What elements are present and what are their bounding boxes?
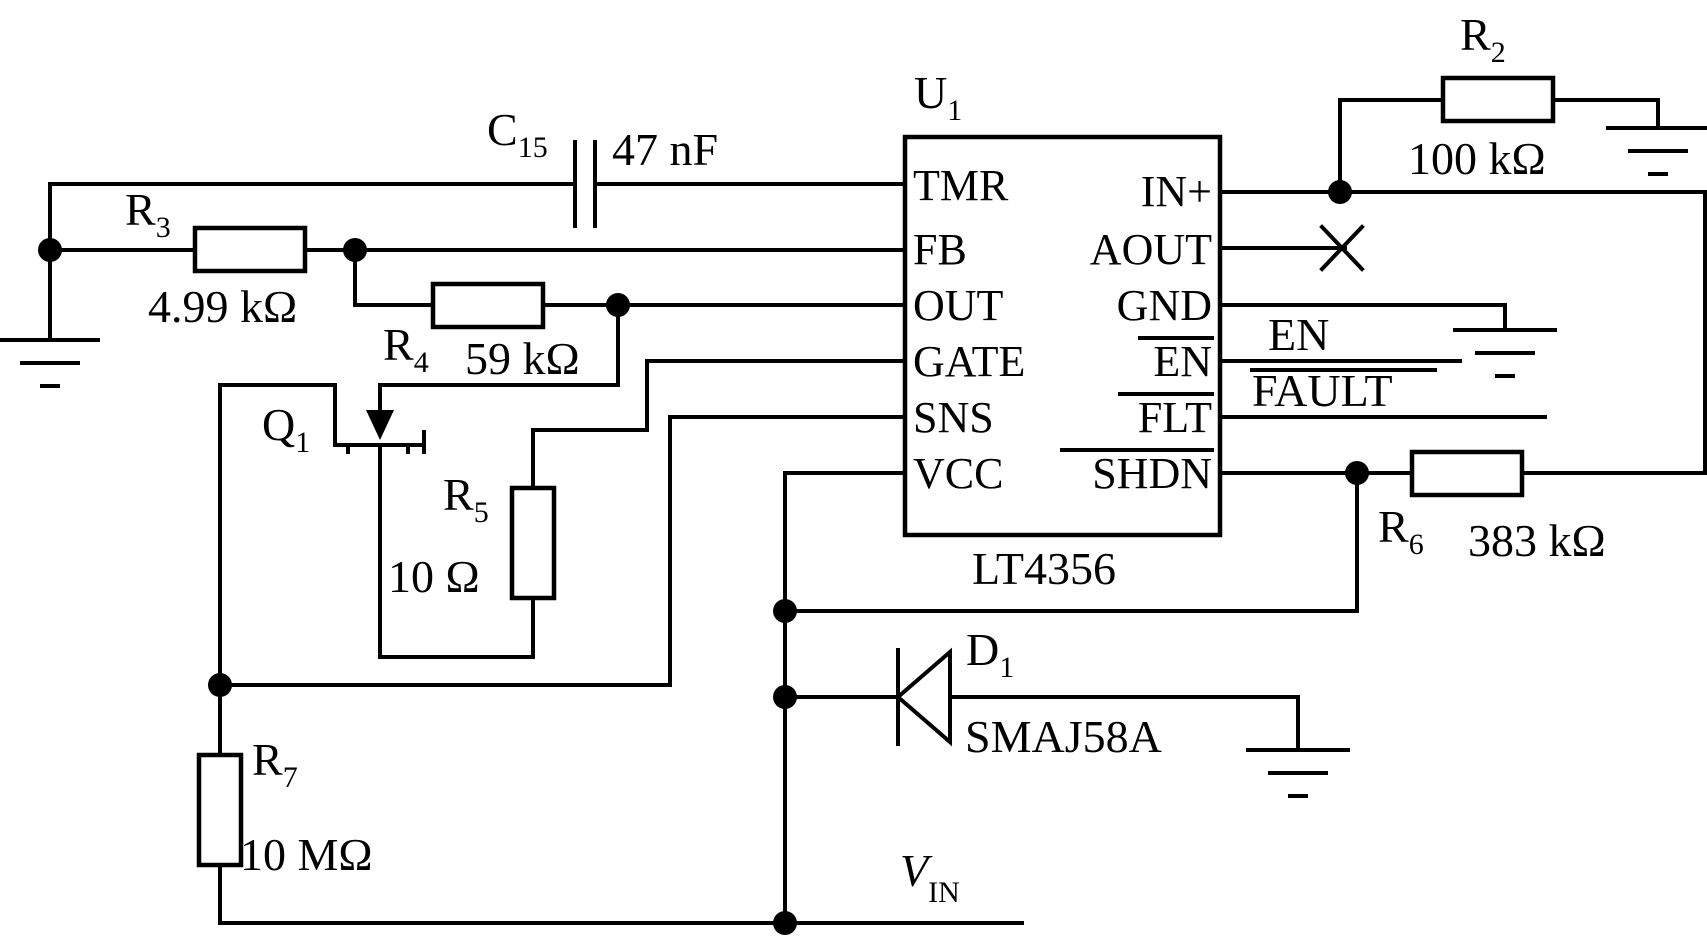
- q1-ref: Q1: [262, 399, 310, 459]
- r6-ref: R6: [1378, 501, 1424, 561]
- resistor-body-icon: [1440, 75, 1556, 124]
- r4-value: 59 kΩ: [465, 333, 580, 384]
- junction-dot: [606, 293, 630, 317]
- junction-dot: [343, 238, 367, 262]
- pin-sns: SNS: [913, 393, 994, 442]
- pin-out: OUT: [913, 281, 1004, 330]
- r2-value: 100 kΩ: [1408, 133, 1546, 184]
- mosfet-q1-icon: Q1: [218, 383, 426, 459]
- junction-dot: [1345, 461, 1369, 485]
- resistor-r5: R5 10 Ω: [388, 469, 557, 602]
- junction-dot: [208, 673, 232, 697]
- d1-value: SMAJ58A: [965, 711, 1162, 762]
- net-label-fault: FAULT: [1252, 365, 1393, 416]
- resistor-r3: R3 4.99 kΩ: [125, 184, 308, 332]
- r2-ref: R2: [1460, 9, 1506, 69]
- junction-dot: [773, 599, 797, 623]
- ground-icon: [1453, 328, 1557, 378]
- ic-part-number: LT4356: [972, 543, 1116, 594]
- junction-dot: [38, 238, 62, 262]
- r3-value: 4.99 kΩ: [148, 281, 297, 332]
- ground-icon: [1606, 126, 1707, 176]
- mosfet-arrow-icon: [366, 410, 394, 440]
- pin-in-plus: IN+: [1141, 167, 1212, 216]
- pin-aout: AOUT: [1090, 225, 1212, 274]
- vin-label: VIN: [900, 845, 960, 909]
- resistor-body-icon: [196, 752, 244, 868]
- resistor-body-icon: [192, 225, 308, 274]
- wires: [48, 98, 1707, 925]
- resistor-body-icon: [1409, 449, 1525, 498]
- pin-gnd: GND: [1117, 281, 1212, 330]
- pin-vcc: VCC: [913, 449, 1003, 498]
- net-label-en: EN: [1268, 309, 1329, 360]
- ic-ref: U1: [914, 67, 962, 127]
- ic-u1: U1 LT4356 TMR FB OUT GATE SNS VCC IN+ AO…: [902, 67, 1223, 594]
- junction-dot: [773, 911, 797, 935]
- r3-ref: R3: [125, 184, 171, 244]
- resistor-r7: R7 10 MΩ: [196, 734, 373, 880]
- r7-value: 10 MΩ: [240, 829, 373, 880]
- diode-icon: [894, 647, 952, 747]
- diode-d1: D1 SMAJ58A: [894, 624, 1162, 762]
- pin-tmr: TMR: [913, 161, 1009, 210]
- ground-icon: [1246, 748, 1350, 798]
- r4-ref: R4: [383, 319, 429, 379]
- resistor-body-icon: [430, 281, 546, 330]
- pin-flt: FLT: [1138, 393, 1212, 442]
- junction-dot: [1328, 180, 1352, 204]
- r5-ref: R5: [443, 469, 489, 529]
- r7-ref: R7: [252, 734, 298, 794]
- r5-value: 10 Ω: [388, 551, 480, 602]
- capacitor-c15: C15 47 nF: [487, 104, 718, 228]
- junctions: [38, 180, 1369, 935]
- resistor-r6: R6 383 kΩ: [1378, 449, 1606, 566]
- r6-value: 383 kΩ: [1468, 515, 1606, 566]
- junction-dot: [773, 685, 797, 709]
- pin-fb: FB: [913, 225, 967, 274]
- pin-shdn: SHDN: [1092, 449, 1212, 498]
- pin-en: EN: [1153, 337, 1212, 386]
- pin-gate: GATE: [913, 337, 1025, 386]
- resistor-r2: R2 100 kΩ: [1408, 9, 1556, 184]
- c15-ref: C15: [487, 104, 548, 164]
- c15-value: 47 nF: [612, 124, 718, 175]
- d1-ref: D1: [966, 624, 1014, 684]
- resistor-r4: R4 59 kΩ: [383, 281, 580, 384]
- no-connect-x-icon: [1319, 224, 1365, 272]
- ground-icon: [0, 338, 100, 388]
- resistor-body-icon: [509, 485, 557, 601]
